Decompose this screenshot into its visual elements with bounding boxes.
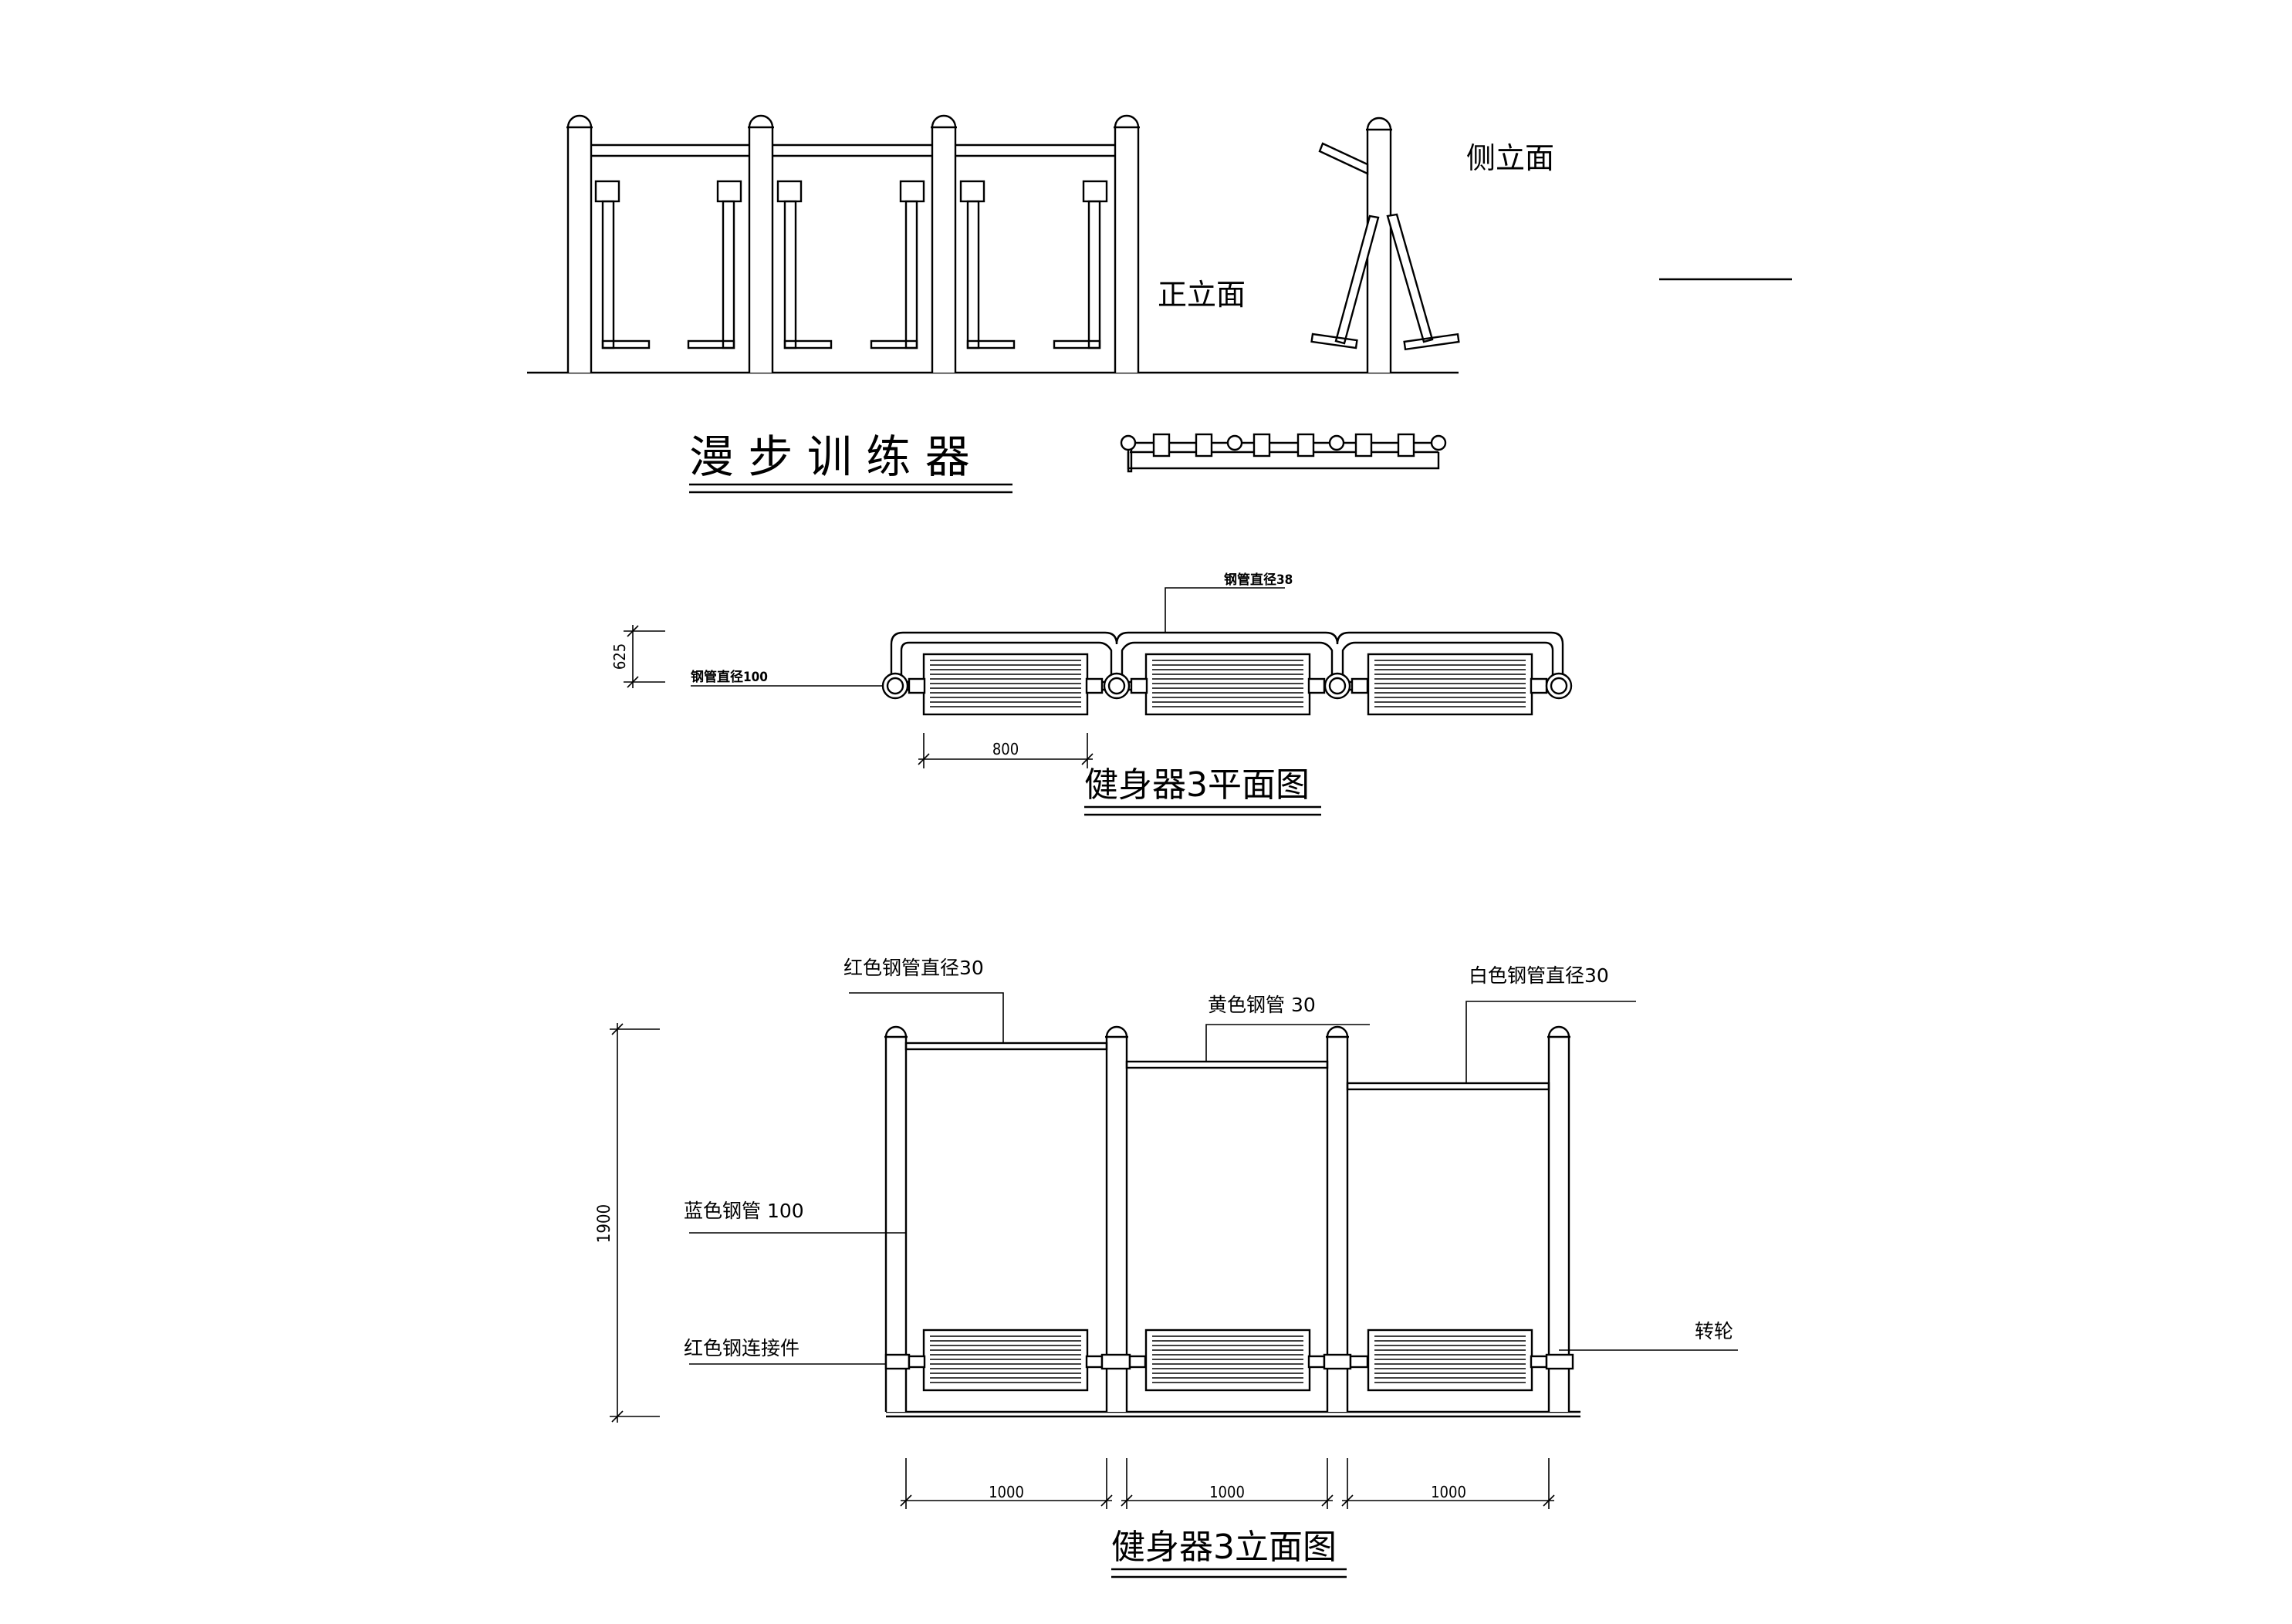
side-pedal-left (1310, 333, 1358, 349)
plan-pedal (1354, 433, 1373, 457)
side-pedal-right (1403, 333, 1460, 351)
walker-leg (687, 180, 742, 349)
plan-pipe-top-label: 钢管直径38 (1224, 572, 1293, 588)
plan-post-circle (1430, 434, 1447, 451)
side-post (1366, 116, 1392, 373)
walker-legs (594, 180, 1108, 349)
elev-handrail-yellow (1125, 1060, 1329, 1069)
elevation-title: 健身器3立面图 (1111, 1528, 1337, 1567)
elev-posts (884, 1025, 1570, 1412)
walker-plan-view (1120, 433, 1447, 473)
walker-front-label: 正立面 (1158, 278, 1246, 312)
walker-side-elevation (1310, 116, 1460, 373)
label-red-pipe: 红色钢管直径30 (843, 957, 984, 979)
plan-dim-vertical: 625 (610, 643, 629, 670)
elev-dim-span-3: 1000 (1431, 1483, 1466, 1501)
walker-post (931, 114, 957, 373)
plan-pedal (1252, 433, 1271, 457)
label-yellow-pipe: 黄色钢管 30 (1208, 994, 1316, 1016)
elev-roller (1367, 1329, 1533, 1392)
plan-roller (1144, 653, 1311, 716)
equipment3-elevation (610, 992, 1738, 1509)
plan-dim-width: 800 (992, 740, 1019, 758)
plan-posts (881, 672, 1573, 700)
plan-post-circle (1328, 434, 1345, 451)
plan-pedal (1397, 433, 1415, 457)
walker-posts (566, 114, 1140, 373)
label-blue-pipe: 蓝色钢管 100 (684, 1200, 804, 1222)
walker-leg (870, 180, 925, 349)
plan-handrail-inner (900, 641, 1554, 682)
plan-handrail-outer (890, 631, 1564, 682)
plan-post-circle (1226, 434, 1243, 451)
walker-leg (776, 180, 833, 349)
elev-handrail-red (904, 1042, 1108, 1051)
walker-front-elevation (527, 114, 1459, 374)
side-leg-right (1386, 213, 1434, 343)
label-wheel: 转轮 (1695, 1320, 1733, 1342)
label-white-pipe: 白色钢管直径30 (1469, 964, 1609, 987)
elev-roller (922, 1329, 1089, 1392)
elev-connectors (884, 1353, 1574, 1370)
walker-post (566, 114, 593, 373)
leader-white-pipe (1465, 1001, 1636, 1083)
plan-pipe-side-label: 钢管直径100 (691, 669, 768, 685)
equipment3-plan-view (624, 587, 1573, 768)
plan-pedal (1152, 433, 1171, 457)
plan-pedal (1195, 433, 1213, 457)
walker-leg (594, 180, 651, 349)
label-red-connector: 红色钢连接件 (684, 1337, 799, 1359)
walker-title: 漫 步 训 练 器 (689, 430, 970, 483)
elev-span-dims (900, 1458, 1555, 1509)
elev-dim-span-2: 1000 (1209, 1483, 1245, 1501)
elev-dim-span-1: 1000 (989, 1483, 1024, 1501)
walker-side-label: 侧立面 (1466, 141, 1554, 175)
elev-roller (1144, 1329, 1311, 1392)
plan-leader-top (1165, 587, 1285, 633)
side-leg-left (1334, 214, 1380, 345)
plan-roller (922, 653, 1089, 716)
leader-red-pipe (849, 992, 1004, 1043)
walker-post (748, 114, 774, 373)
plan-roller (1367, 653, 1533, 716)
walker-post (1114, 114, 1140, 373)
walker-top-bar (574, 143, 1139, 157)
plan-post-circle (1120, 434, 1137, 451)
walker-plan-frame (1127, 452, 1440, 470)
leader-yellow-pipe (1205, 1024, 1370, 1062)
side-handle-arm (1318, 142, 1369, 175)
walker-leg (959, 180, 1016, 349)
elev-dim-height: 1900 (595, 1204, 614, 1243)
plan-pedal (1296, 433, 1315, 457)
elev-handrail-white (1346, 1082, 1550, 1091)
plan-title: 健身器3平面图 (1084, 765, 1310, 805)
walker-leg (1053, 180, 1108, 349)
